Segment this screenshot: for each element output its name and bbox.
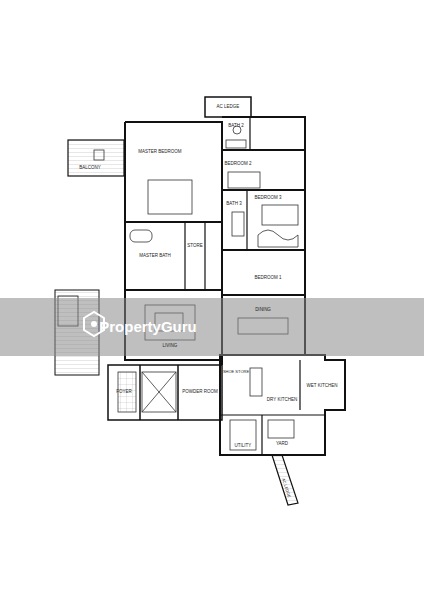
watermark-band — [0, 298, 424, 356]
room-label: SHOE STORE — [223, 370, 249, 374]
room-label: YARD — [276, 442, 288, 447]
room-label: AC LEDGE — [217, 105, 240, 110]
watermark: PropertyGuru — [99, 319, 197, 334]
room-label: BALCONY — [79, 166, 101, 171]
room-label: STORE — [187, 244, 202, 249]
room-label: POWDER ROOM — [182, 390, 218, 395]
room-label: BEDROOM 2 — [224, 162, 251, 167]
room-label: UTILITY — [235, 444, 252, 449]
room-label: BATH 2 — [228, 124, 243, 129]
room-label: BATH 3 — [226, 202, 241, 207]
room-label: DINING — [255, 308, 271, 313]
room-label: LIVING — [163, 344, 178, 349]
room-label: BEDROOM 3 — [254, 196, 281, 201]
room-label: MASTER BATH — [139, 254, 171, 259]
room-label: WET KITCHEN — [307, 384, 338, 389]
room-label: DRY KITCHEN — [267, 398, 297, 403]
room-label: FOYER — [116, 390, 132, 395]
furniture — [94, 126, 298, 450]
room-label: BEDROOM 1 — [254, 276, 281, 281]
room-label: MASTER BEDROOM — [138, 150, 181, 155]
